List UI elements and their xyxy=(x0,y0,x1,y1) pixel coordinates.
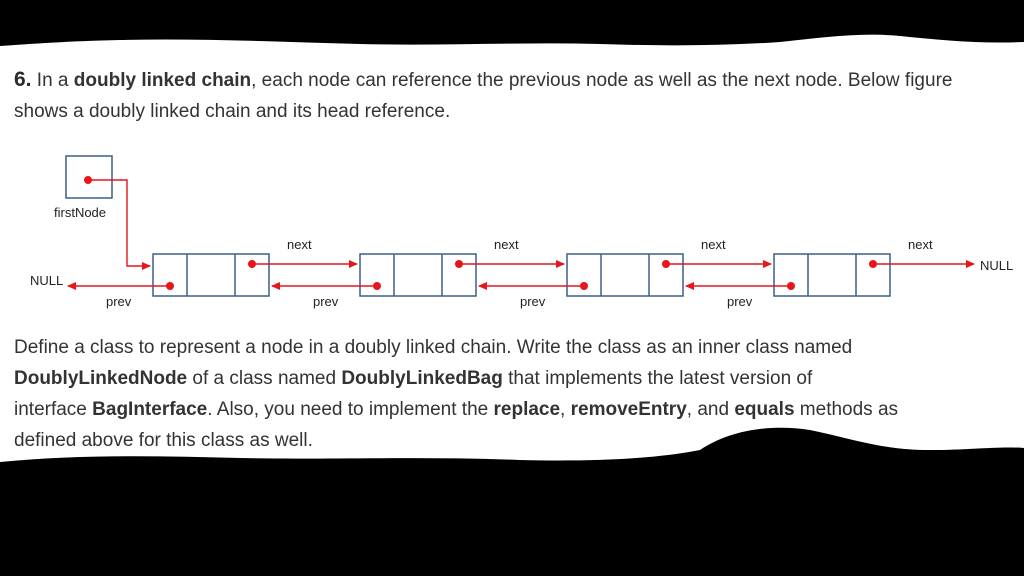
class-name-bag: DoublyLinkedBag xyxy=(341,368,503,389)
head-pointer-arrow xyxy=(88,179,151,270)
null-left-label: NULL xyxy=(30,273,64,288)
body-text: methods as xyxy=(794,399,899,420)
instructions-paragraph: Define a class to represent a node in a … xyxy=(14,332,1019,456)
null-right-label: NULL xyxy=(980,258,1014,273)
body-text: . Also, you need to implement the xyxy=(207,399,494,420)
redaction-bottom xyxy=(0,420,1024,576)
method-removeentry: removeEntry xyxy=(570,399,687,420)
question-number: 6. xyxy=(14,68,32,91)
body-text: of a class named xyxy=(187,368,342,389)
method-equals: equals xyxy=(734,399,795,420)
next-label: next xyxy=(494,237,519,252)
question-part: , each node can reference the previous n… xyxy=(251,70,953,91)
doubly-linked-chain-diagram: firstNode NULL NULL next next next next … xyxy=(0,140,1024,330)
redaction-top xyxy=(0,0,1024,46)
body-text: interface xyxy=(14,399,93,420)
next-label: next xyxy=(908,237,933,252)
body-text: , and xyxy=(686,399,735,420)
body-line-4: defined above for this class as well. xyxy=(14,430,313,451)
body-text: , xyxy=(560,399,571,420)
method-replace: replace xyxy=(493,399,561,420)
prev-label: prev xyxy=(106,294,132,309)
prev-label: prev xyxy=(313,294,339,309)
chain-svg xyxy=(65,155,975,297)
question-text: 6. In a doubly linked chain, each node c… xyxy=(14,64,1019,127)
prev-label: prev xyxy=(520,294,546,309)
body-line-1: Define a class to represent a node in a … xyxy=(14,337,853,358)
next-label: next xyxy=(287,237,312,252)
head-label: firstNode xyxy=(54,205,107,220)
next-label: next xyxy=(701,237,726,252)
question-part: In a xyxy=(31,70,74,91)
interface-name: BagInterface xyxy=(92,399,208,420)
class-name-node: DoublyLinkedNode xyxy=(14,368,188,389)
question-part-bold: doubly linked chain xyxy=(73,70,252,91)
question-line-2: shows a doubly linked chain and its head… xyxy=(14,101,451,122)
body-text: that implements the latest version of xyxy=(502,368,813,389)
prev-label: prev xyxy=(727,294,753,309)
nodes-group xyxy=(67,253,975,297)
